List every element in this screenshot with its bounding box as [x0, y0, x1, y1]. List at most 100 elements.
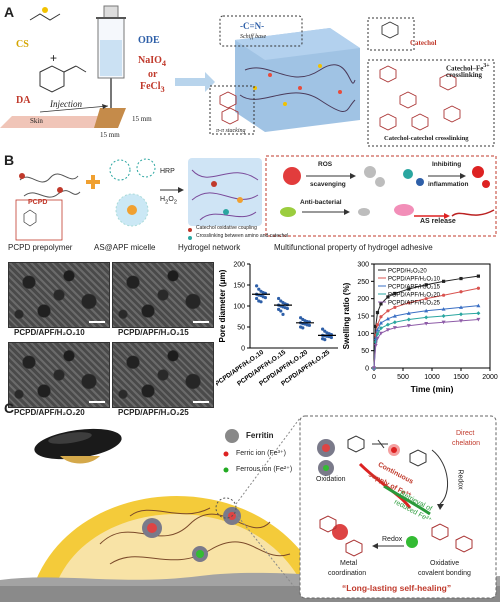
cs-label: CS	[16, 39, 29, 50]
data-point	[301, 326, 305, 330]
schiff-label: Schiff base	[240, 34, 267, 40]
da-label: DA	[16, 95, 31, 106]
series-marker	[442, 293, 446, 297]
data-point	[323, 338, 327, 342]
x-axis-label: Time (min)	[411, 384, 454, 394]
micelle-icon	[109, 158, 156, 227]
series-marker	[459, 276, 463, 281]
legend-dot-2	[188, 236, 192, 240]
metal-label: Metal	[340, 560, 358, 567]
data-point	[279, 299, 283, 303]
fecl3-text: FeCl	[140, 81, 161, 92]
plus-sign: +	[50, 51, 58, 65]
covalent-label: covalent bonding	[418, 570, 471, 577]
as-release-label: AS release	[420, 218, 456, 225]
or-label: or	[148, 69, 158, 80]
data-point	[323, 329, 327, 333]
h2o2-sub1: 2	[165, 199, 169, 206]
data-point	[277, 296, 281, 301]
naio4-label: NaIO4	[138, 56, 166, 68]
series-marker	[385, 328, 390, 332]
ros-label: ROS	[318, 161, 333, 168]
data-point	[285, 306, 289, 311]
data-point	[263, 296, 267, 300]
hydrogel-network-icon	[188, 158, 262, 226]
y-tick-label: 50	[361, 348, 369, 355]
ros-icon	[283, 166, 385, 187]
sem-image-4	[112, 342, 214, 408]
series-marker	[378, 320, 383, 325]
series-marker	[375, 310, 380, 315]
hrp-label: HRP	[160, 168, 175, 175]
panel-c-schematic	[0, 415, 500, 602]
data-point	[255, 296, 259, 301]
fecl3-sub: 3	[160, 85, 165, 94]
data-point	[329, 335, 333, 340]
ferric-label: Ferric ion (Fe³⁺)	[236, 450, 286, 457]
caption-micelle: AS@APF micelle	[94, 243, 156, 252]
y-tick-label: 200	[233, 262, 245, 269]
series-marker	[459, 290, 463, 294]
naio4-text: NaIO	[138, 55, 162, 66]
data-point	[259, 300, 263, 304]
series-marker	[441, 320, 446, 325]
data-point	[277, 307, 281, 311]
y-tick-label: 100	[233, 304, 245, 311]
series-marker	[373, 343, 378, 348]
data-point	[307, 323, 311, 327]
direct-label: Direct	[456, 430, 475, 437]
y-axis-label: Pore diameter (μm)	[218, 269, 227, 342]
ros-label-2: scavenging	[310, 181, 346, 188]
caption-pcpd: PCPD prepolymer	[8, 243, 73, 252]
panel-b-letter: B	[4, 152, 15, 168]
legend-label: PCPD/APF/H₂O₂20	[388, 293, 441, 299]
caption-network: Hydrogel network	[178, 243, 241, 252]
schiff-formula: -C=N-	[240, 21, 265, 31]
x-tick-label: 0	[372, 374, 376, 381]
pcpd-label: PCPD	[28, 199, 48, 206]
cc-crosslinking-label: Catechol-catechol crosslinking	[384, 135, 469, 142]
inhib-label-2: inflammation	[428, 181, 469, 188]
catechol-box	[367, 17, 415, 51]
series-line	[373, 312, 479, 369]
polymer-chains	[99, 507, 291, 565]
series-marker	[441, 307, 446, 311]
series-marker	[424, 315, 429, 320]
series-marker	[406, 324, 411, 328]
oxidation-label: Oxidation	[316, 476, 346, 483]
redox-label-2: Redox	[382, 536, 403, 543]
caption-multifunction: Multifunctional property of hydrogel adh…	[274, 243, 433, 252]
series-marker	[375, 336, 380, 341]
y-tick-label: 0	[241, 346, 245, 353]
legend-label: PCPD/APF/H₂O₂10	[388, 277, 441, 283]
fe-crosslinking-label: Catechol–Fe3+crosslinking	[446, 63, 490, 79]
arrow-icon	[175, 72, 215, 92]
series-marker	[424, 283, 428, 287]
bacteria-icon	[280, 207, 370, 217]
sem-image-3	[8, 342, 110, 408]
h2o2-label: H2O2	[160, 196, 177, 206]
injection-label: Injection	[50, 99, 82, 109]
panel-a-letter: A	[4, 4, 15, 20]
series-marker	[393, 305, 397, 309]
data-point	[255, 284, 259, 288]
fe-crosslinking-sup: 3+	[483, 63, 490, 69]
series-line	[373, 305, 479, 369]
y-tick-label: 150	[357, 314, 369, 321]
y-tick-label: 150	[233, 283, 245, 290]
x-tick-label: 500	[397, 374, 409, 381]
pipi-label: π-π stacking	[216, 128, 246, 134]
legend-1: Catechol oxidative coupling	[196, 225, 257, 231]
series-marker	[385, 322, 390, 327]
series-marker	[385, 316, 390, 321]
series-marker	[392, 326, 397, 330]
skin-patch	[0, 104, 126, 128]
series-marker	[441, 314, 446, 318]
mussel-icon	[34, 428, 122, 464]
oxidative-label: Oxidative	[430, 560, 460, 567]
series-marker	[459, 305, 463, 309]
schiff-box	[219, 15, 303, 47]
h2o2-sub2: 2	[173, 199, 178, 206]
skin-label: Skin	[30, 117, 43, 125]
